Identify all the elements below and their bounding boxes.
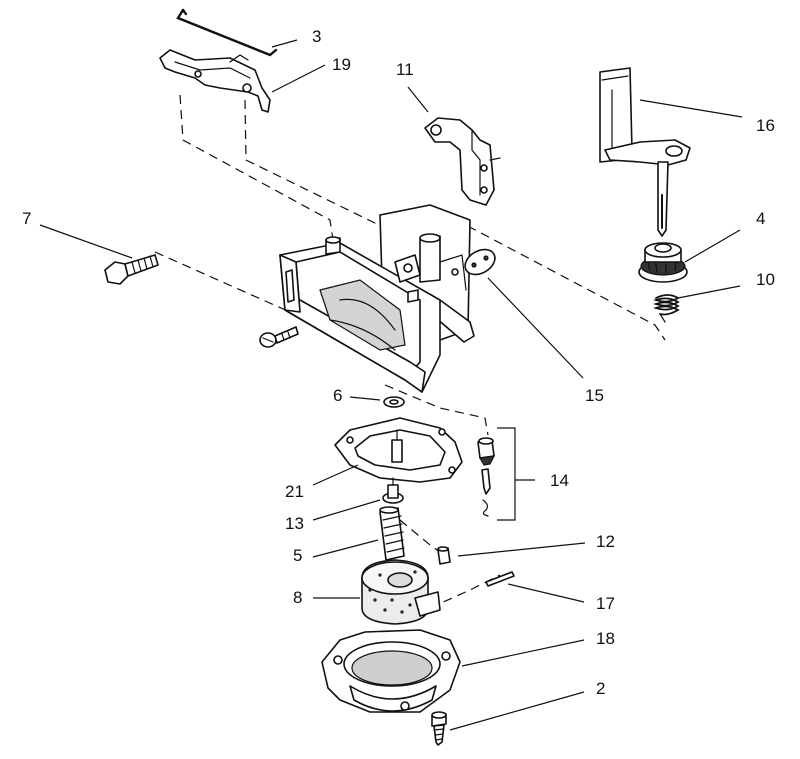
- callout-7: 7: [22, 209, 31, 228]
- part-11-bracket: [424, 117, 501, 206]
- part-19-lever-bracket: [159, 49, 271, 113]
- part-18-float-bowl: [321, 629, 461, 713]
- part-3-link-wire: [176, 8, 278, 57]
- callout-5: 5: [293, 546, 302, 565]
- part-10-spring: [653, 294, 680, 323]
- callout-19: 19: [332, 55, 351, 74]
- part-2-bowl-screw: [431, 711, 447, 746]
- part-13-jet: [382, 477, 404, 504]
- part-12-plug: [437, 546, 451, 565]
- callout-14: 14: [550, 471, 569, 490]
- callout-labels: 3 19 11 16 7 4 10 15 6 14 21 13 12 5 8 1…: [22, 27, 775, 698]
- part-14-inlet-needle-group: [477, 427, 516, 521]
- callout-13: 13: [285, 514, 304, 533]
- part-15-choke-plate: [464, 248, 496, 276]
- part-4-throttle-seal: [638, 242, 688, 283]
- part-8-float: [361, 559, 441, 625]
- callout-11: 11: [396, 60, 414, 79]
- leader-lines: [39, 39, 743, 731]
- callout-6: 6: [333, 386, 342, 405]
- callout-21: 21: [285, 482, 304, 501]
- callout-8: 8: [293, 588, 302, 607]
- part-7-bolt: [104, 254, 159, 285]
- carburetor-body: [279, 204, 475, 393]
- callout-2: 2: [596, 679, 605, 698]
- callout-16: 16: [756, 116, 775, 135]
- part-5-pin: [379, 506, 405, 561]
- callout-17: 17: [596, 594, 615, 613]
- part-16-throttle-shaft: [599, 67, 691, 237]
- callout-15: 15: [585, 386, 604, 405]
- callout-4: 4: [756, 209, 765, 228]
- carb-body-screw: [259, 326, 299, 348]
- callout-12: 12: [596, 532, 615, 551]
- callout-3: 3: [312, 27, 321, 46]
- callout-18: 18: [596, 629, 615, 648]
- callout-10: 10: [756, 270, 775, 289]
- main-jet-needle: [391, 429, 403, 463]
- part-17-hinge-pin: [485, 571, 515, 587]
- part-6-washer: [383, 396, 405, 408]
